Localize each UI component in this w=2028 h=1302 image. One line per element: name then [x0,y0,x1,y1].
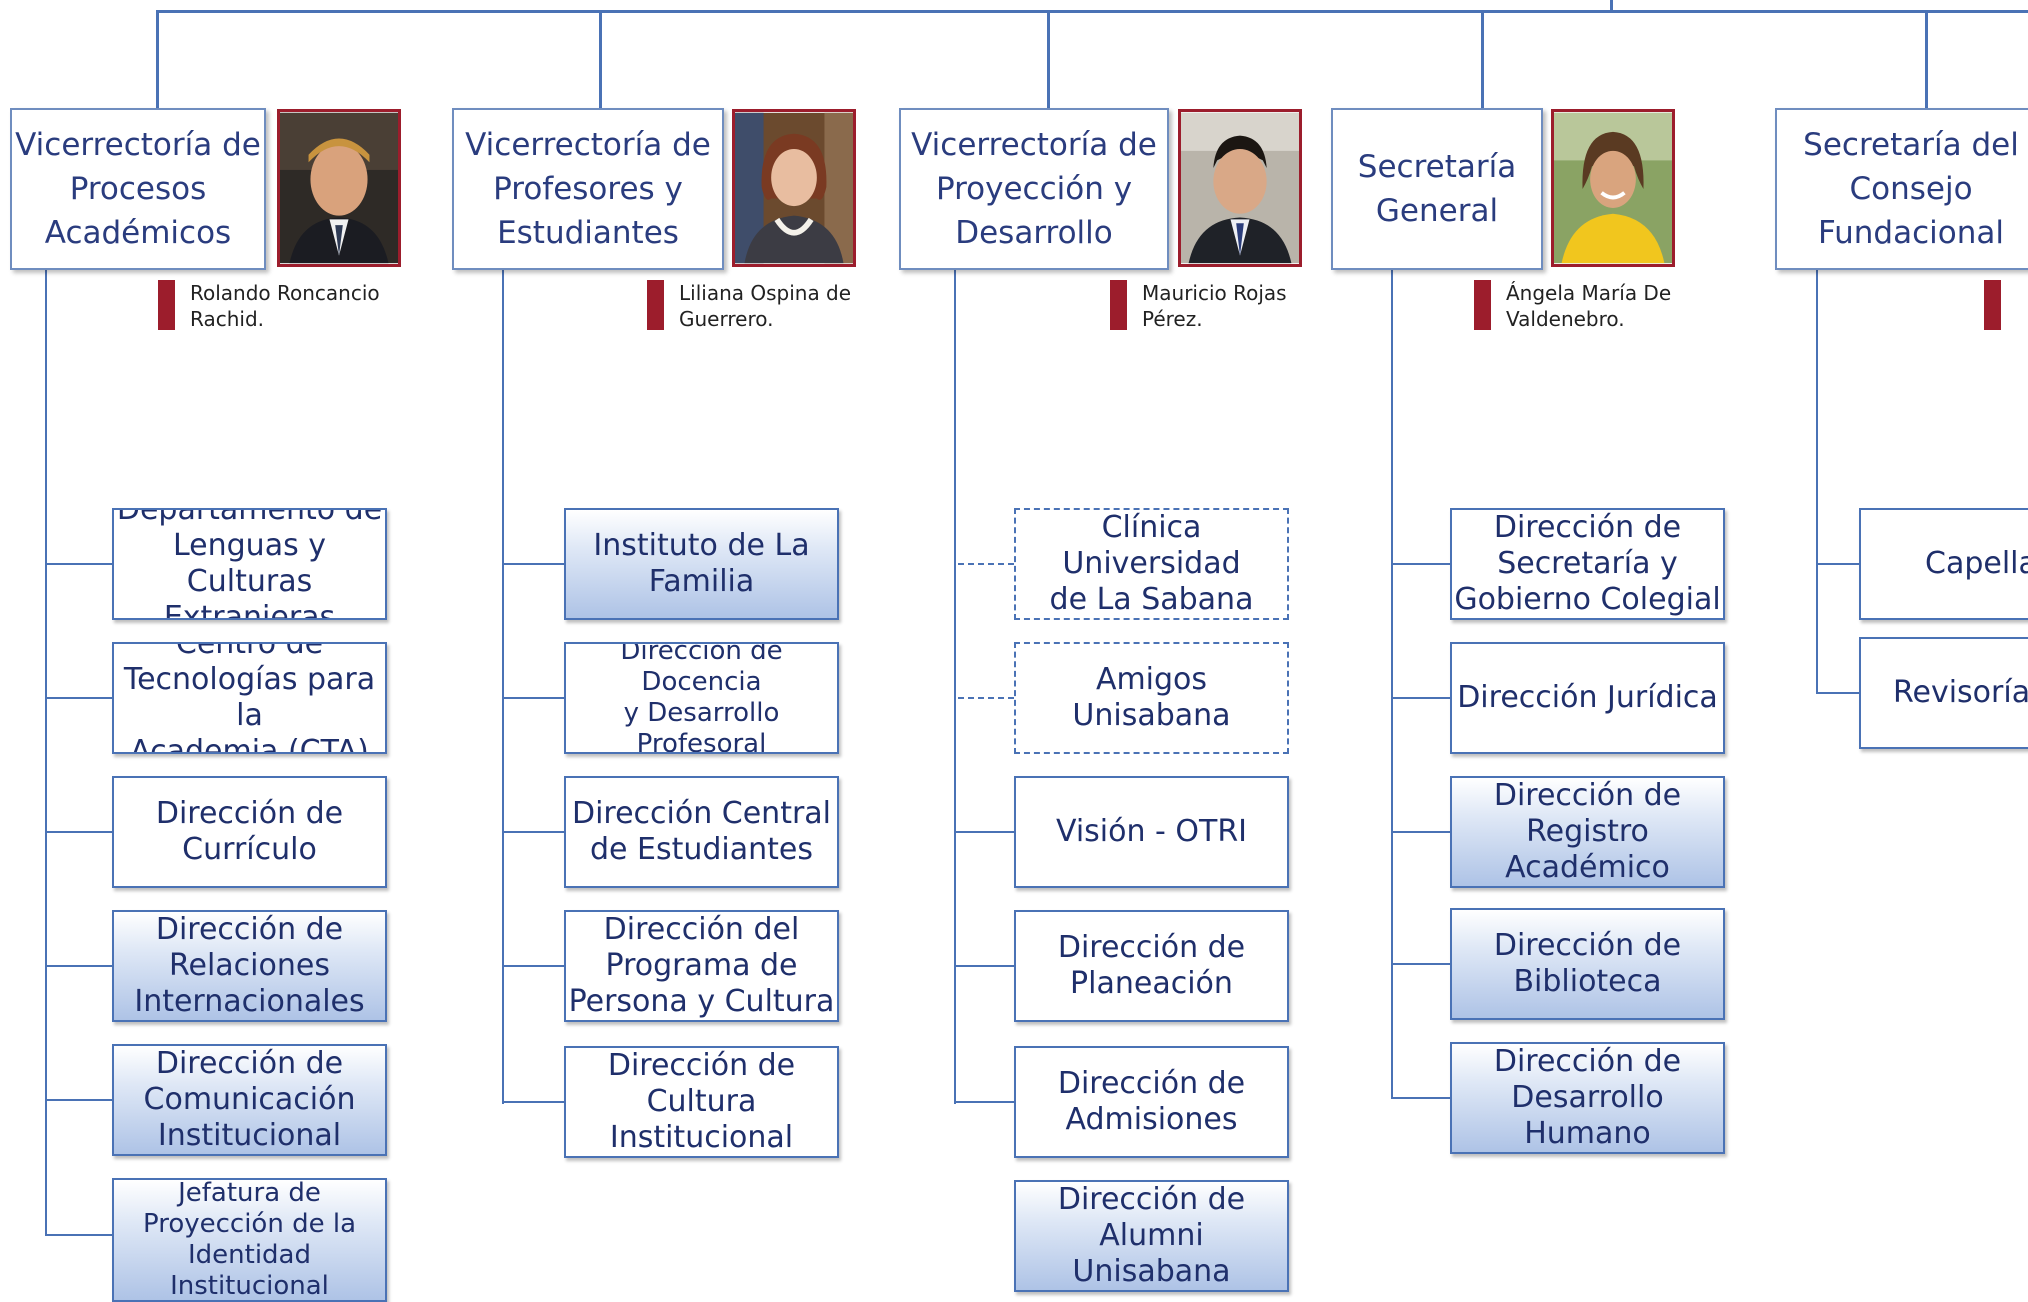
unit-comunicacion-institucional: Dirección de Comunicación Institucional [112,1044,387,1156]
person-name: Rolando Roncancio Rachid. [190,281,380,331]
name-marker [158,280,175,330]
unit-direccion-curriculo: Dirección de Currículo [112,776,387,888]
spine-col-5 [1816,270,1818,694]
drop-line-col-5 [1925,10,1928,110]
branch [1816,563,1859,565]
branch [45,1234,112,1236]
branch [1391,963,1450,965]
unit-direccion-juridica: Dirección Jurídica [1450,642,1725,754]
branch [45,697,112,699]
branch [502,831,564,833]
dashed-branch [958,697,1014,699]
vicerrectoria-procesos-academicos-box: Vicerrectoría de Procesos Académicos [10,108,266,270]
drop-line-col-1 [156,10,159,110]
drop-line-col-2 [599,10,602,110]
branch [45,563,112,565]
unit-revisoria: Revisoría [1859,637,2028,749]
branch [1391,563,1450,565]
vicerrectoria-proyeccion-desarrollo-box: Vicerrectoría de Proyección y Desarrollo [899,108,1169,270]
spine-col-2 [502,270,504,1104]
branch [1391,697,1450,699]
secretaria-general-box: Secretaría General [1331,108,1543,270]
branch [954,965,1014,967]
unit-instituto-familia: Instituto de La Familia [564,508,839,620]
spine-col-1 [45,270,47,1236]
portrait-angela-maria-de-valdenebro [1551,109,1675,267]
secretaria-consejo-fundacional-box: Secretaría del Consejo Fundacional [1775,108,2028,270]
branch [1391,1097,1450,1099]
branch [1391,831,1450,833]
portrait-mauricio-rojas [1178,109,1302,267]
name-marker [1984,280,2001,330]
unit-direccion-biblioteca: Dirección de Biblioteca [1450,908,1725,1020]
portrait-rolando-roncancio [277,109,401,267]
unit-central-estudiantes: Dirección Central de Estudiantes [564,776,839,888]
unit-centro-tecnologias-academia: Centro de Tecnologías para la Academia (… [112,642,387,754]
unit-lenguas-culturas-extranjeras: Departamento de Lenguas y Culturas Extra… [112,508,387,620]
person-name: Ángela María De Valdenebro. [1506,281,1672,331]
unit-direccion-planeacion: Dirección de Planeación [1014,910,1289,1022]
name-marker [1110,280,1127,330]
unit-capella: Capella [1859,508,2028,620]
branch [45,965,112,967]
branch [45,831,112,833]
unit-relaciones-internacionales: Dirección de Relaciones Internacionales [112,910,387,1022]
unit-cultura-institucional: Dirección de Cultura Institucional [564,1046,839,1158]
portrait-liliana-ospina [732,109,856,267]
person-name: Liliana Ospina de Guerrero. [679,281,852,331]
unit-direccion-admisiones: Dirección de Admisiones [1014,1046,1289,1158]
unit-amigos-unisabana: Amigos Unisabana [1014,642,1289,754]
top-vertical-stub [1610,0,1613,12]
vicerrectoria-profesores-estudiantes-box: Vicerrectoría de Profesores y Estudiante… [452,108,724,270]
drop-line-col-3 [1047,10,1050,110]
branch [502,563,564,565]
spine-col-3 [954,270,956,1104]
branch [502,965,564,967]
unit-alumni-unisabana: Dirección de Alumni Unisabana [1014,1180,1289,1292]
branch [954,1101,1014,1103]
unit-clinica-universidad: Clínica Universidad de La Sabana [1014,508,1289,620]
branch [502,1101,564,1103]
unit-persona-cultura: Dirección del Programa de Persona y Cult… [564,910,839,1022]
branch [954,831,1014,833]
unit-docencia-desarrollo-profesoral: Dirección de Docencia y Desarrollo Profe… [564,642,839,754]
unit-proyeccion-identidad-institucional: Jefatura de Proyección de la Identidad I… [112,1178,387,1302]
name-marker [1474,280,1491,330]
top-horizontal-line [156,10,2028,13]
unit-registro-academico: Dirección de Registro Académico [1450,776,1725,888]
branch [502,697,564,699]
name-marker [647,280,664,330]
dashed-branch [958,563,1014,565]
spine-col-4 [1391,270,1393,1099]
branch [1816,692,1859,694]
drop-line-col-4 [1481,10,1484,110]
unit-vision-otri: Visión - OTRI [1014,776,1289,888]
unit-secretaria-gobierno-colegial: Dirección de Secretaría y Gobierno Coleg… [1450,508,1725,620]
person-name: Mauricio Rojas Pérez. [1142,281,1287,331]
unit-desarrollo-humano: Dirección de Desarrollo Humano [1450,1042,1725,1154]
branch [45,1099,112,1101]
